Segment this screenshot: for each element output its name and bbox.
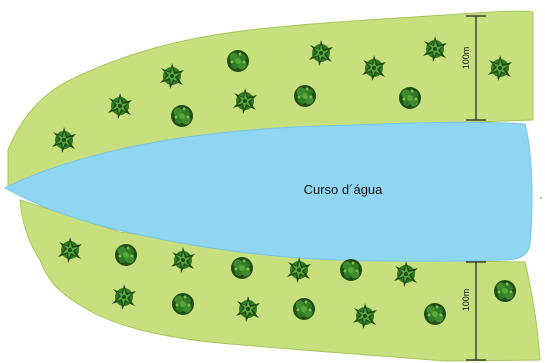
tree-canopy-icon bbox=[340, 259, 362, 281]
tree-canopy-icon bbox=[231, 257, 253, 279]
tree-canopy-icon bbox=[424, 303, 446, 325]
tree-canopy-icon bbox=[294, 85, 316, 107]
tree-canopy-icon bbox=[171, 105, 193, 127]
north-dimension-label: 100m bbox=[461, 47, 471, 70]
south-dimension-label: 100m bbox=[461, 289, 471, 312]
tree-canopy-icon bbox=[399, 87, 421, 109]
river-label: Curso d´água bbox=[304, 182, 384, 197]
tree-canopy-icon bbox=[293, 298, 315, 320]
tree-canopy-icon bbox=[115, 244, 137, 266]
tree-canopy-icon bbox=[494, 280, 516, 302]
stray-dot bbox=[540, 197, 541, 198]
tree-canopy-icon bbox=[172, 293, 194, 315]
tree-canopy-icon bbox=[227, 50, 249, 72]
